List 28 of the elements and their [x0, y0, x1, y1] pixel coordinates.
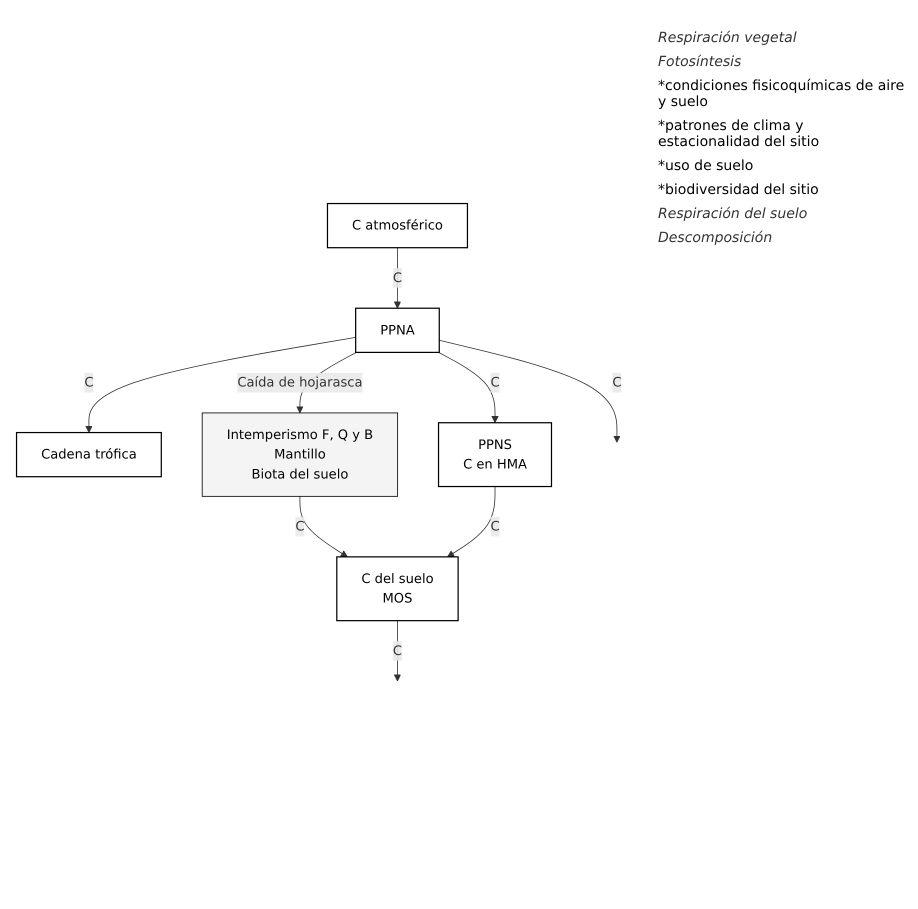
edge-label: C: [392, 642, 402, 658]
node-box: PPNA: [355, 307, 440, 353]
note-text: Respiración del suelo: [658, 206, 808, 222]
note-text: Fotosíntesis: [658, 54, 742, 70]
edge-label: C: [295, 518, 304, 534]
note-text: *patrones de clima y estacionalidad del sitio: [658, 118, 820, 150]
arrow: [438, 340, 621, 443]
arrow: [300, 496, 348, 558]
edge-label: C: [392, 270, 402, 286]
note-text: *condiciones fisicoquímicas de aire y suelo: [658, 78, 906, 110]
edge-label: Caída de hojarasca: [237, 374, 363, 390]
node-box: Cadena trófica: [16, 432, 162, 478]
note-text: Descomposición: [658, 230, 774, 246]
note-text: *uso de suelo: [658, 158, 754, 174]
note-text: *biodiversidad del sitio: [658, 182, 820, 198]
node-box: C atmosférico: [326, 202, 468, 248]
note-text: Respiración vegetal: [658, 30, 798, 46]
node-box: Intemperismo F, Q y B Mantillo Biota del suelo: [202, 412, 398, 497]
arrow: [447, 486, 496, 558]
edge-label: C: [84, 374, 94, 390]
node-box: C del suelo MOS: [336, 556, 459, 622]
arrow: [394, 247, 402, 308]
edge-label: C: [490, 518, 500, 534]
edge-label: C: [612, 374, 622, 390]
arrow: [394, 620, 402, 682]
edge-label: C: [490, 374, 500, 390]
node-box: PPNS C en HMA: [438, 422, 552, 487]
arrow: [438, 352, 499, 423]
